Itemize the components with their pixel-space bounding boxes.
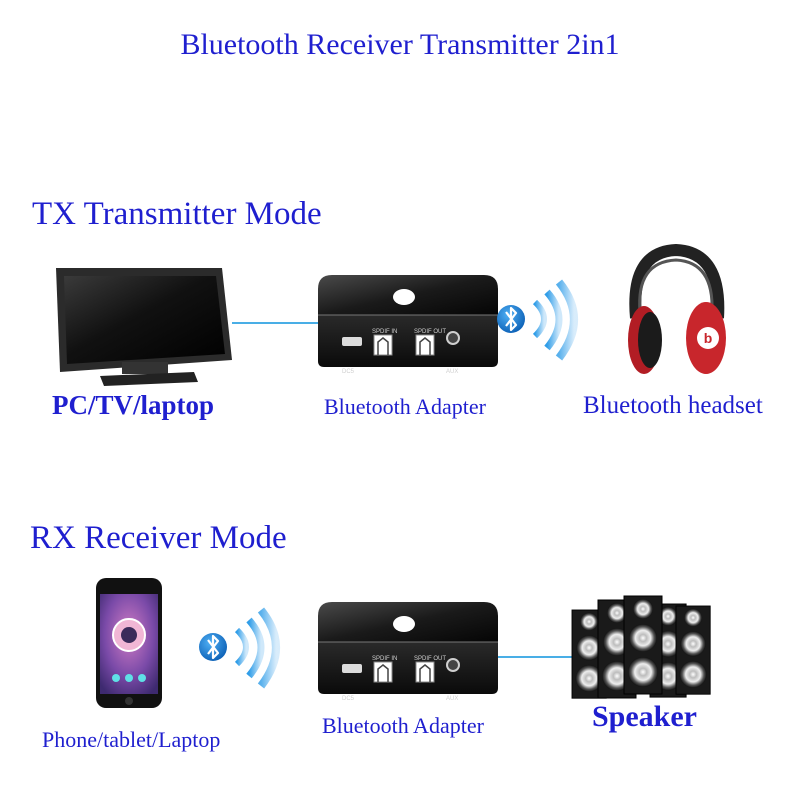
rx-port-spdif-in: SPDIF IN: [372, 656, 397, 662]
rx-bluetooth-icon: [199, 610, 276, 686]
headphones-icon: b: [628, 243, 726, 374]
tx-source-label: PC/TV/laptop: [52, 390, 215, 420]
rx-port-spdif-out: SPDIF OUT: [414, 656, 446, 662]
svg-text:b: b: [704, 330, 713, 346]
tx-adapter-label: Bluetooth Adapter: [324, 394, 486, 419]
tv-icon: [56, 268, 232, 386]
phone-icon: [96, 578, 162, 708]
tx-target-label: Bluetooth headset: [583, 392, 763, 419]
tx-adapter-icon: [317, 274, 499, 368]
rx-port-dc: DC5: [342, 696, 355, 702]
tx-port-aux: AUX: [446, 369, 458, 375]
rx-port-aux: AUX: [446, 696, 458, 702]
rx-mode-title: RX Receiver Mode: [30, 520, 287, 556]
rx-adapter-icon: [317, 601, 499, 695]
tx-port-spdif-out: SPDIF OUT: [414, 329, 446, 335]
tx-port-dc: DC5: [342, 369, 355, 375]
tx-bluetooth-icon: [497, 282, 574, 358]
rx-adapter-label: Bluetooth Adapter: [322, 713, 484, 738]
rx-target-label: Speaker: [592, 700, 697, 733]
tx-port-spdif-in: SPDIF IN: [372, 329, 397, 335]
tx-mode-title: TX Transmitter Mode: [32, 196, 322, 232]
rx-source-label: Phone/tablet/Laptop: [42, 727, 221, 752]
page-title: Bluetooth Receiver Transmitter 2in1: [180, 28, 620, 61]
speaker-icon: [571, 595, 711, 699]
